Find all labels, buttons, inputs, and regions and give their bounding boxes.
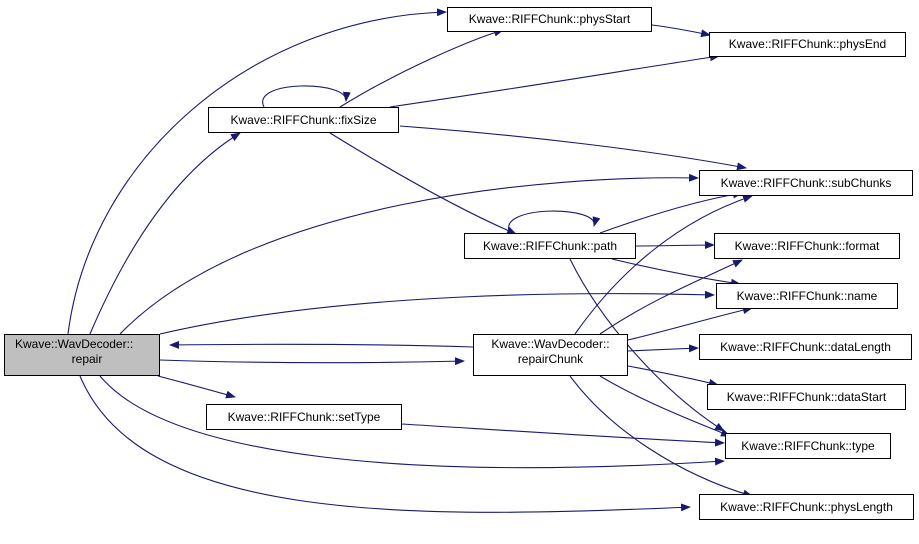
node-subchunks-label: Kwave::RIFFChunk::subChunks <box>720 175 892 190</box>
node-physlength-label: Kwave::RIFFChunk::physLength <box>720 499 893 514</box>
edge-repairchunk-to-name <box>627 306 753 341</box>
node-datastart-label: Kwave::RIFFChunk::dataStart <box>726 389 887 404</box>
edge-fixsize-to-subchunks <box>399 125 747 171</box>
edge-path-to-subchunks <box>599 190 743 234</box>
edge-repair-to-subchunks <box>119 173 699 335</box>
node-datalength-label: Kwave::RIFFChunk::dataLength <box>720 339 891 354</box>
node-physstart[interactable]: Kwave::RIFFChunk::physStart <box>447 7 652 32</box>
edge-repairchunk-to-type <box>599 375 731 437</box>
edge-repair-to-settype <box>157 375 236 399</box>
edge-repair-to-repairchunk <box>159 357 465 366</box>
node-subchunks[interactable]: Kwave::RIFFChunk::subChunks <box>699 170 913 196</box>
edge-repairchunk-to-datalength <box>627 344 699 353</box>
node-path[interactable]: Kwave::RIFFChunk::path <box>464 233 636 259</box>
edge-path-self <box>508 210 601 234</box>
node-settype-label: Kwave::RIFFChunk::setType <box>227 409 381 424</box>
edge-repairchunk-to-datastart <box>627 365 719 387</box>
edge-fixsize-self <box>262 85 351 108</box>
node-path-label: Kwave::RIFFChunk::path <box>482 238 618 253</box>
edge-repairchunk-to-subchunks <box>574 195 753 335</box>
node-physend[interactable]: Kwave::RIFFChunk::physEnd <box>709 32 906 57</box>
edge-path-to-type <box>569 258 725 432</box>
edge-repairchunk-to-repair <box>169 340 474 349</box>
edge-repairchunk-to-physlength <box>569 375 753 498</box>
node-format-label: Kwave::RIFFChunk::format <box>734 238 880 253</box>
edge-repairchunk-to-format <box>599 259 743 335</box>
edge-repair-to-name <box>159 290 715 335</box>
edge-repair-to-physlength <box>79 375 691 513</box>
node-type-label: Kwave::RIFFChunk::type <box>741 438 875 453</box>
node-settype[interactable]: Kwave::RIFFChunk::setType <box>206 404 402 430</box>
edge-physstart-to-physend <box>651 24 711 38</box>
node-name[interactable]: Kwave::RIFFChunk::name <box>716 283 898 309</box>
edge-repair-to-physstart <box>67 8 447 335</box>
node-repairchunk-line2: repairChunk <box>517 352 584 366</box>
edge-settype-to-type <box>401 423 725 447</box>
node-datastart[interactable]: Kwave::RIFFChunk::dataStart <box>707 384 906 410</box>
edge-fixsize-to-physstart <box>339 28 504 108</box>
node-physend-label: Kwave::RIFFChunk::physEnd <box>728 37 887 51</box>
edge-fixsize-to-physend <box>389 53 720 108</box>
edge-path-to-name <box>611 258 741 287</box>
node-wavdecoder-repair-line1: Kwave::WavDecoder:: <box>15 337 134 351</box>
node-datalength[interactable]: Kwave::RIFFChunk::dataLength <box>699 334 912 360</box>
edge-repair-to-type <box>99 375 725 469</box>
edge-fixsize-to-path <box>329 132 517 235</box>
node-fixsize-label: Kwave::RIFFChunk::fixSize <box>230 112 377 127</box>
node-format[interactable]: Kwave::RIFFChunk::format <box>714 233 900 259</box>
node-wavdecoder-repair[interactable]: Kwave::WavDecoder:: repair <box>4 334 160 376</box>
edge-repair-to-fixsize <box>89 132 241 335</box>
node-wavdecoder-repair-line2: repair <box>71 352 103 366</box>
node-physstart-label: Kwave::RIFFChunk::physStart <box>468 12 631 26</box>
node-fixsize[interactable]: Kwave::RIFFChunk::fixSize <box>208 107 399 133</box>
edge-path-to-format <box>635 241 715 250</box>
node-repairchunk[interactable]: Kwave::WavDecoder:: repairChunk <box>473 334 628 376</box>
node-name-label: Kwave::RIFFChunk::name <box>736 288 878 303</box>
node-repairchunk-line1: Kwave::WavDecoder:: <box>491 337 610 351</box>
node-physlength[interactable]: Kwave::RIFFChunk::physLength <box>699 494 914 520</box>
node-type[interactable]: Kwave::RIFFChunk::type <box>725 433 891 459</box>
